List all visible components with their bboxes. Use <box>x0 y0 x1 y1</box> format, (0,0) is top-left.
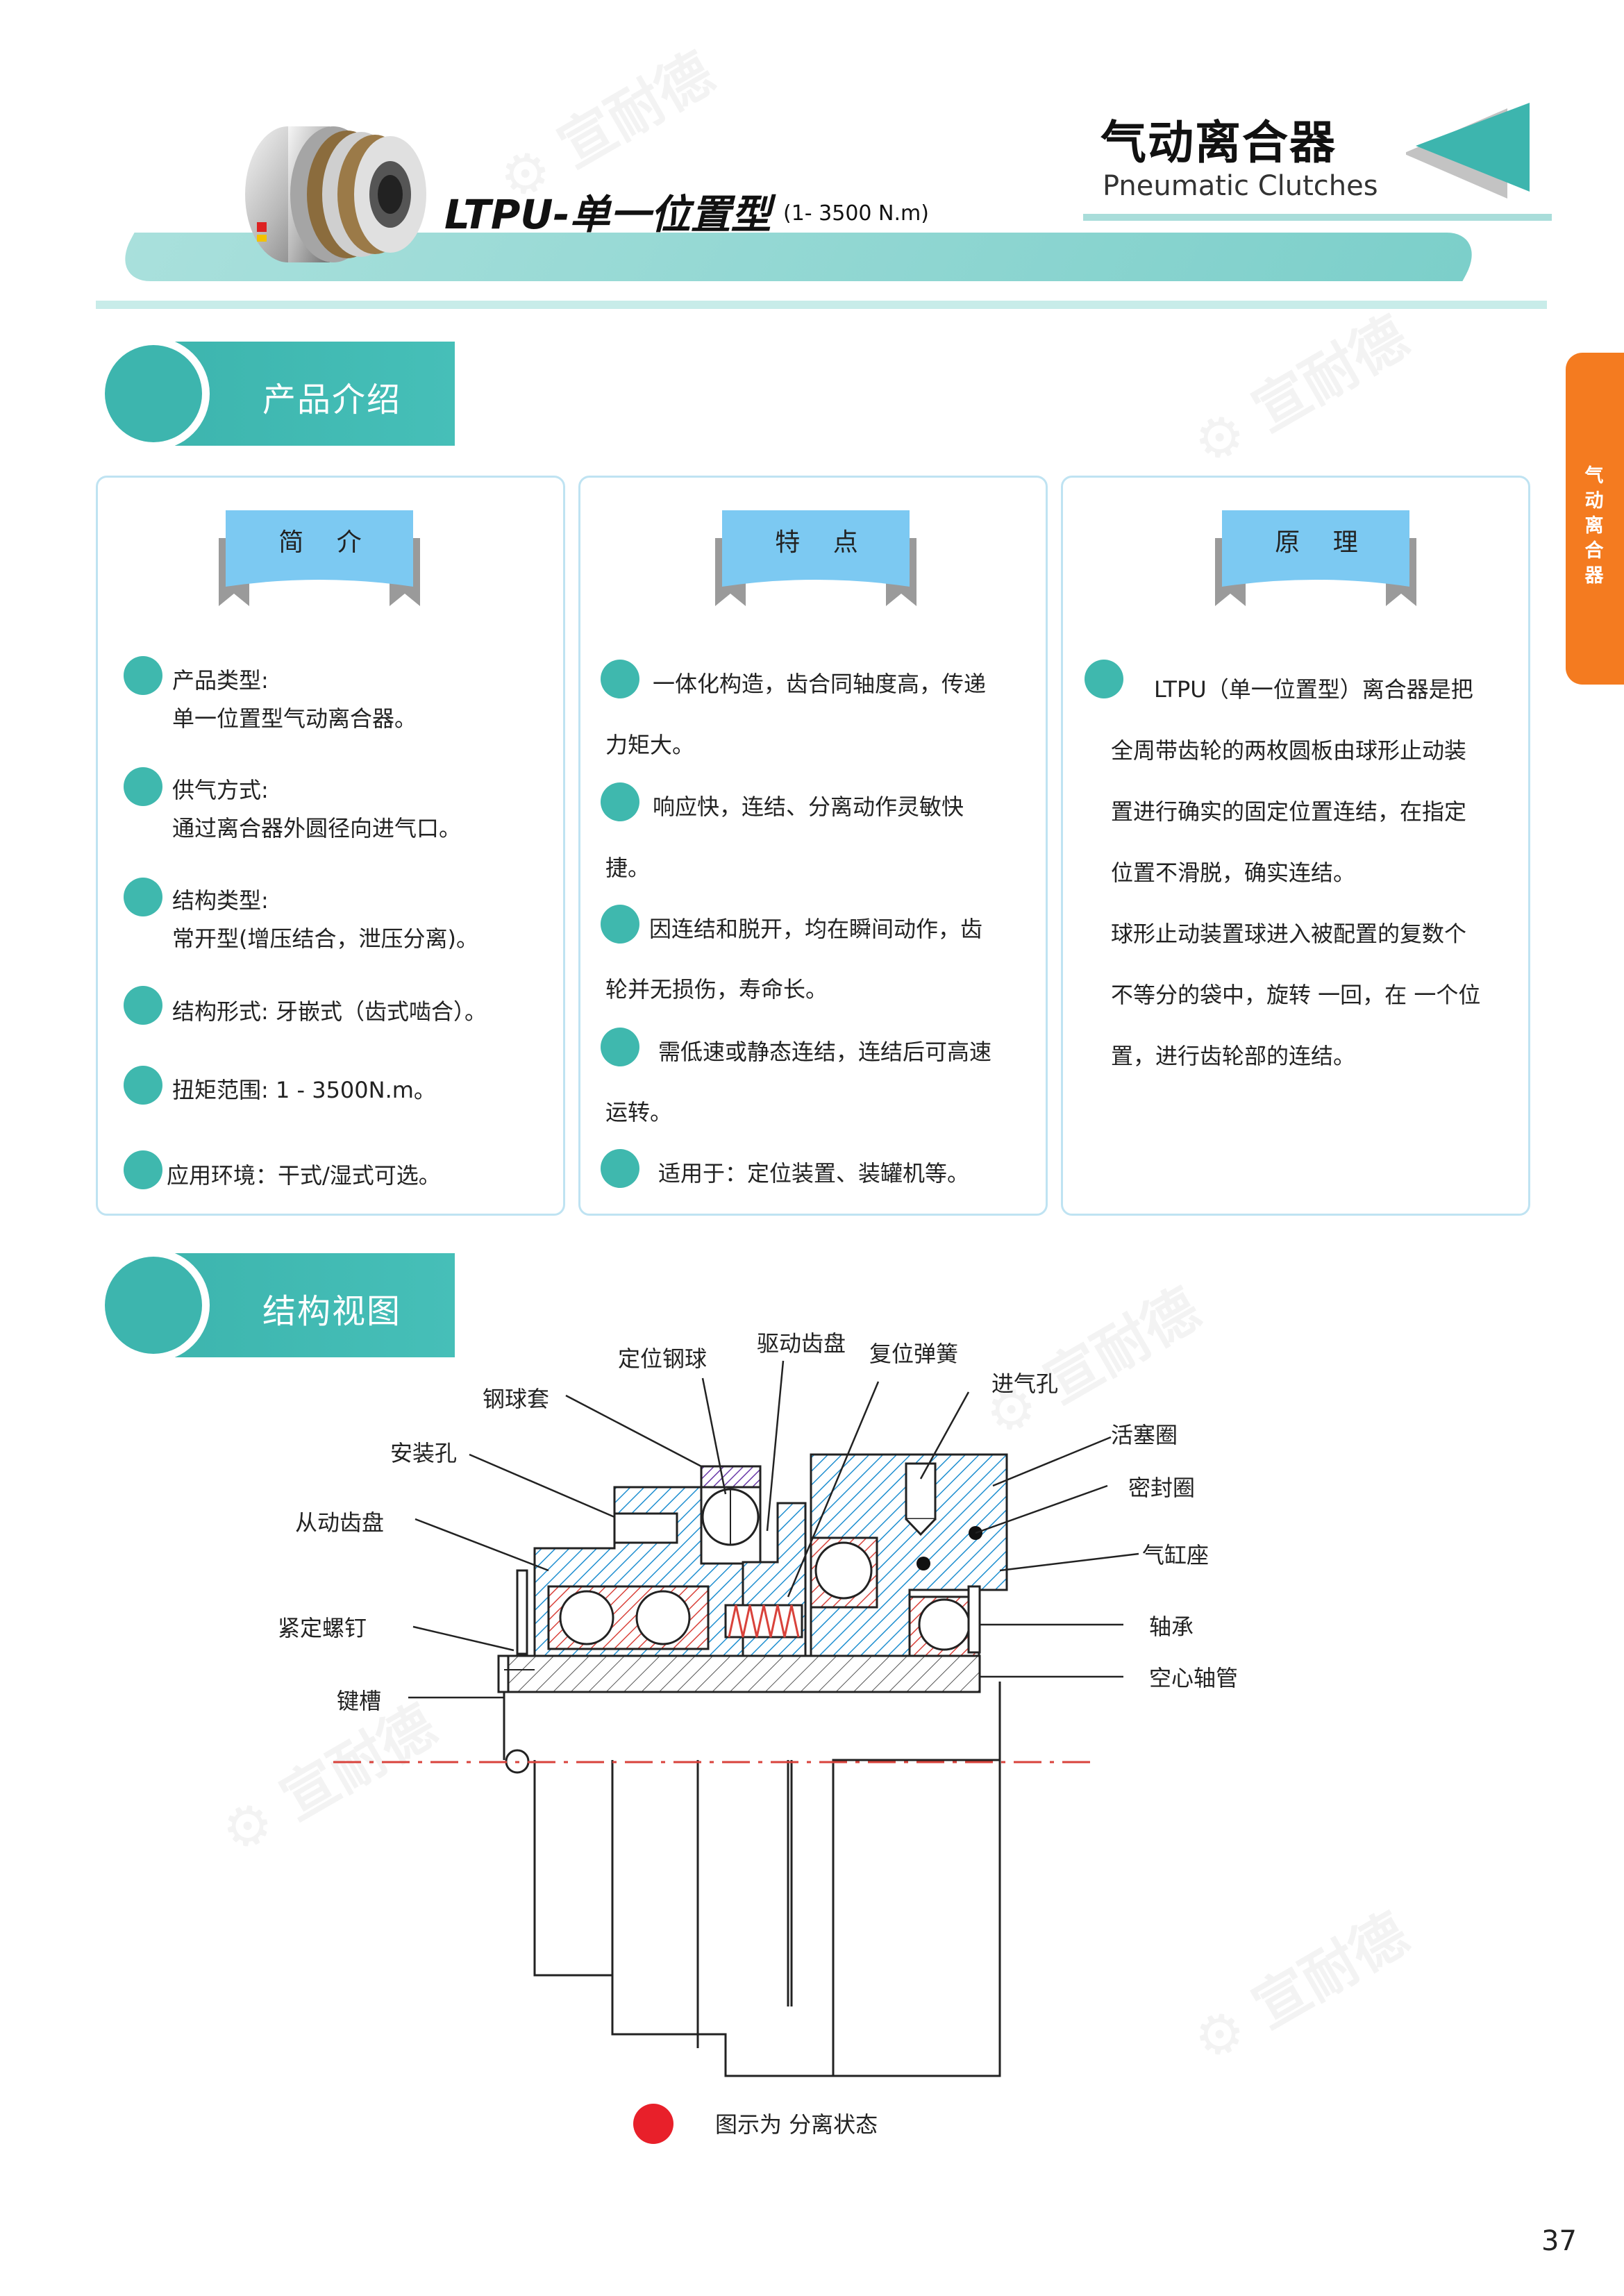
bullet-dot <box>124 1150 162 1189</box>
label-bearing: 轴承 <box>1149 1614 1194 1640</box>
intro-item-2-text: 通过离合器外圆径向进气口。 <box>172 815 462 841</box>
section-title-intro: 产品介绍 <box>262 380 402 419</box>
label-driven-disc: 从动齿盘 <box>295 1509 385 1536</box>
section-title-structure: 结构视图 <box>262 1292 402 1331</box>
card-features <box>578 476 1048 1216</box>
bullet-dot <box>124 767 162 806</box>
label-drive-disc: 驱动齿盘 <box>757 1330 846 1357</box>
category-title-cn: 气动离合器 <box>1100 116 1337 169</box>
side-category-tab[interactable] <box>1566 353 1624 685</box>
label-ball-sleeve: 钢球套 <box>483 1386 550 1412</box>
bullet-dot <box>601 1028 639 1066</box>
bullet-dot <box>124 986 162 1025</box>
bullet-dot <box>1085 660 1123 698</box>
product-range: (1- 3500 N.m) <box>783 201 929 226</box>
header-underline <box>96 301 1547 309</box>
intro-item-3-title: 结构类型: <box>172 887 269 914</box>
feature-3-line1: 因连结和脱开，均在瞬间动作，齿 <box>649 916 983 942</box>
label-mounting-hole: 安装孔 <box>390 1440 458 1466</box>
feature-5: 适用于：定位装置、装罐机等。 <box>658 1160 970 1187</box>
legend-red-dot-icon <box>633 2104 673 2144</box>
intro-item-1-text: 单一位置型气动离合器。 <box>172 705 417 732</box>
label-positioning-ball: 定位钢球 <box>618 1346 708 1372</box>
product-photo <box>245 126 426 262</box>
feature-4-line1: 需低速或静态连结，连结后可高速 <box>658 1039 992 1065</box>
intro-item-4: 结构形式: 牙嵌式（齿式啮合）。 <box>172 998 487 1025</box>
feature-3-line2: 轮并无损伤，寿命长。 <box>605 976 828 1003</box>
bullet-dot <box>124 1066 162 1105</box>
product-title: LTPU-单一位置型 <box>444 191 771 238</box>
bullet-dot <box>601 660 639 698</box>
card-principle <box>1061 476 1530 1216</box>
card-intro <box>96 476 565 1216</box>
principle-line-3: 置进行确实的固定位置连结，在指定 <box>1111 798 1467 825</box>
intro-item-2-title: 供气方式: <box>172 777 269 803</box>
label-piston-ring: 活塞圈 <box>1111 1422 1178 1448</box>
feature-2-line2: 捷。 <box>605 855 651 881</box>
principle-line-5: 球形止动装置球进入被配置的复数个 <box>1111 921 1467 947</box>
feature-1-line2: 力矩大。 <box>605 732 695 758</box>
label-hollow-shaft: 空心轴管 <box>1149 1665 1239 1691</box>
principle-line-6: 不等分的袋中，旋转 一回，在 一个位 <box>1111 982 1481 1008</box>
section-heading-bar <box>167 342 455 446</box>
feature-2-line1: 响应快，连结、分离动作灵敏快 <box>653 794 964 820</box>
header-title-underline <box>1083 214 1552 221</box>
category-title-en: Pneumatic Clutches <box>1103 170 1378 202</box>
section-heading-bar <box>167 1253 455 1357</box>
label-seal-ring: 密封圈 <box>1128 1475 1196 1501</box>
side-tab-label: 气动离合器 <box>1584 465 1604 587</box>
bullet-dot <box>124 878 162 916</box>
label-cylinder-seat: 气缸座 <box>1142 1542 1209 1568</box>
card-label-principle: 原 理 <box>1275 528 1371 557</box>
principle-line-4: 位置不滑脱，确实连结。 <box>1111 860 1356 886</box>
principle-line-2: 全周带齿轮的两枚圆板由球形止动装 <box>1111 737 1467 764</box>
bullet-dot <box>124 656 162 695</box>
label-keyway: 键槽 <box>337 1688 382 1714</box>
principle-line-7: 置，进行齿轮部的连结。 <box>1111 1043 1356 1069</box>
legend-text: 图示为 分离状态 <box>715 2111 878 2138</box>
bullet-dot <box>601 782 639 821</box>
intro-item-5: 扭矩范围: 1 - 3500N.m。 <box>172 1077 436 1103</box>
card-label-features: 特 点 <box>775 528 871 557</box>
ribbon-features <box>715 510 916 606</box>
intro-item-3-text: 常开型(增压结合，泄压分离)。 <box>172 925 478 952</box>
label-air-inlet: 进气孔 <box>991 1371 1059 1397</box>
page-number: 37 <box>1541 2225 1577 2257</box>
bullet-dot <box>601 905 639 944</box>
ribbon-principle <box>1215 510 1416 606</box>
feature-1-line1: 一体化构造，齿合同轴度高，传递 <box>653 671 987 697</box>
label-set-screw: 紧定螺钉 <box>278 1615 367 1641</box>
section-heading-dot <box>105 345 202 442</box>
principle-line-1: LTPU（单一位置型）离合器是把 <box>1154 676 1473 703</box>
label-return-spring: 复位弹簧 <box>869 1341 959 1367</box>
feature-4-line2: 运转。 <box>605 1099 673 1125</box>
card-label-intro: 简 介 <box>278 528 374 557</box>
triangle-logo-icon <box>1406 103 1530 199</box>
intro-item-6: 应用环境：干式/湿式可选。 <box>167 1162 441 1189</box>
ribbon-intro <box>219 510 420 606</box>
section-heading-dot <box>105 1257 202 1354</box>
intro-item-1-title: 产品类型: <box>172 667 269 694</box>
bullet-dot <box>601 1149 639 1188</box>
